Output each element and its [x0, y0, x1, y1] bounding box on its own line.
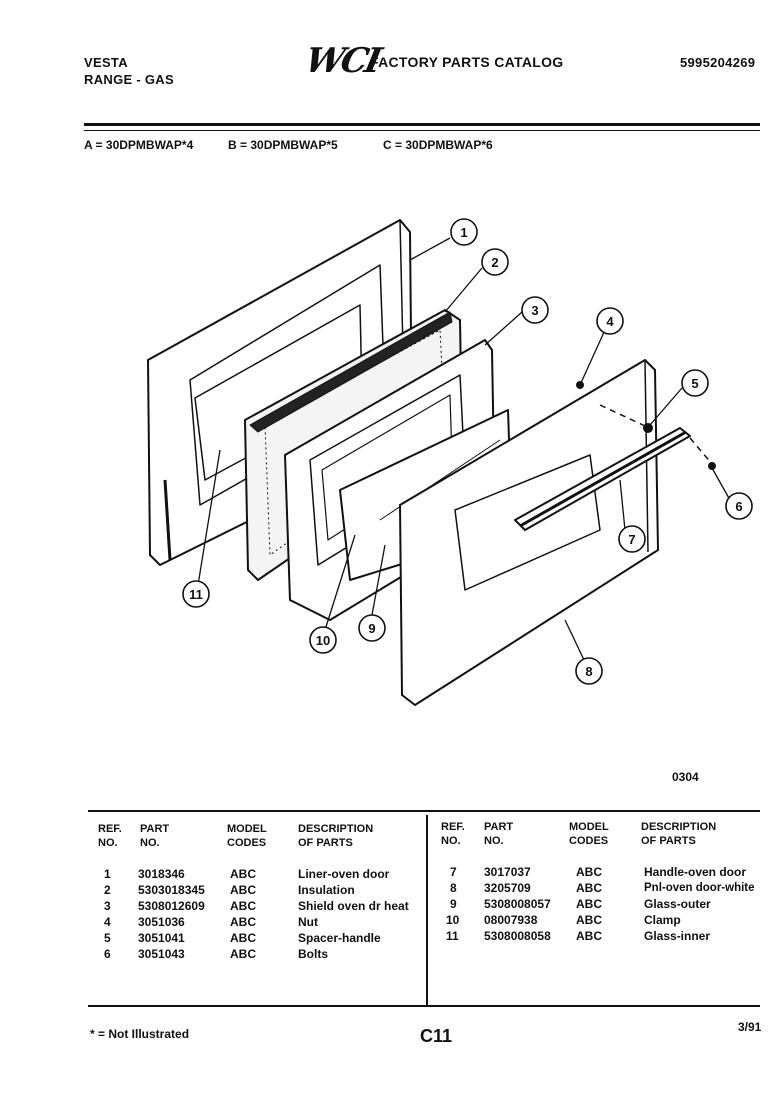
- callout-1: [450, 218, 478, 246]
- header-rule-thin: [84, 130, 760, 131]
- ref-no: 7: [450, 865, 457, 879]
- description: Nut: [298, 915, 318, 929]
- figure-code: 0304: [672, 770, 699, 784]
- catalog-title: FACTORY PARTS CATALOG: [370, 54, 564, 70]
- model-codes: ABC: [576, 929, 602, 943]
- header-rule: [84, 123, 760, 126]
- brand-name: VESTA: [84, 55, 128, 70]
- callout-7: [618, 525, 646, 553]
- revision-date: 3/91: [738, 1020, 762, 1034]
- model-codes: ABC: [576, 913, 602, 927]
- model-codes: ABC: [230, 867, 256, 881]
- model-c: C = 30DPMBWAP*6: [383, 138, 493, 152]
- callout-label-7: 7: [628, 532, 635, 547]
- ref-no: 3: [104, 899, 111, 913]
- ref-no: 9: [450, 897, 457, 911]
- product-type: RANGE - GAS: [84, 72, 174, 87]
- part-no: 3051036: [138, 915, 185, 929]
- callout-label-6: 6: [735, 499, 742, 514]
- part-no: 3051041: [138, 931, 185, 945]
- callout-10: [309, 626, 337, 654]
- model-b: B = 30DPMBWAP*5: [228, 138, 338, 152]
- model-codes: ABC: [230, 947, 256, 961]
- description: Clamp: [644, 913, 681, 927]
- callout-11: [182, 580, 210, 608]
- table-bottom-rule: [88, 1005, 760, 1007]
- ref-no: 8: [450, 881, 457, 895]
- callout-label-4: 4: [606, 314, 614, 329]
- callout-6: [725, 492, 753, 520]
- model-codes: ABC: [230, 899, 256, 913]
- callout-label-11: 11: [189, 587, 203, 602]
- part-no: 5308012609: [138, 899, 205, 913]
- header-model-right: MODEL CODES: [569, 821, 609, 847]
- description: Handle-oven door: [644, 865, 747, 879]
- header-description: DESCRIPTION OF PARTS: [298, 823, 374, 849]
- callout-8: [575, 657, 603, 685]
- header-ref: REF. NO.: [98, 823, 122, 849]
- header-model: MODEL CODES: [227, 823, 267, 849]
- description: Bolts: [298, 947, 328, 961]
- part-no: 5303018345: [138, 883, 205, 897]
- callout-2: [481, 248, 509, 276]
- ref-no: 11: [446, 929, 459, 943]
- part-no: 3018346: [138, 867, 185, 881]
- header-part: PART NO.: [140, 823, 170, 849]
- callout-4: [596, 307, 624, 335]
- model-codes: ABC: [230, 883, 256, 897]
- door-handle: [514, 427, 691, 531]
- header-part-right: PART NO.: [484, 821, 514, 847]
- ref-no: 6: [104, 947, 111, 961]
- callout-label-1: 1: [460, 225, 467, 240]
- model-a: A = 30DPMBWAP*4: [84, 138, 194, 152]
- callout-label-2: 2: [491, 255, 498, 270]
- part-no: 5308008057: [484, 897, 551, 911]
- part-no: 08007938: [484, 913, 538, 927]
- description: Liner-oven door: [298, 867, 390, 881]
- ref-no: 2: [104, 883, 111, 897]
- description: Shield oven dr heat: [298, 899, 409, 913]
- callout-label-3: 3: [531, 303, 538, 318]
- part-no: 3017037: [484, 865, 531, 879]
- description: Spacer-handle: [298, 931, 381, 945]
- part-no: 3051043: [138, 947, 185, 961]
- exploded-oven-door-diagram: 1 2 3 4 5 6 7 8 9 10 11: [147, 218, 753, 706]
- description: Pnl-oven door-white: [644, 882, 755, 894]
- footnote: * = Not Illustrated: [90, 1027, 190, 1041]
- table-column-divider: [426, 815, 428, 1005]
- model-codes: ABC: [230, 931, 256, 945]
- part-no: 3205709: [484, 881, 531, 895]
- page-number: C11: [420, 1026, 453, 1046]
- spacer-marker: [643, 423, 653, 433]
- description: Glass-outer: [644, 897, 711, 911]
- callout-label-8: 8: [585, 664, 592, 679]
- header-description-right: DESCRIPTION OF PARTS: [641, 821, 717, 847]
- callout-3: [521, 296, 549, 324]
- table-top-rule: [88, 810, 760, 812]
- model-codes: ABC: [576, 865, 602, 879]
- model-codes: ABC: [576, 881, 602, 895]
- callout-label-5: 5: [691, 376, 698, 391]
- description: Glass-inner: [644, 929, 711, 943]
- ref-no: 10: [446, 913, 460, 927]
- callout-label-9: 9: [368, 621, 375, 636]
- ref-no: 1: [104, 867, 111, 881]
- callout-label-10: 10: [316, 633, 330, 648]
- callout-9: [358, 614, 386, 642]
- part-no: 5308008058: [484, 929, 551, 943]
- catalog-number: 5995204269: [680, 55, 756, 70]
- header-ref-right: REF. NO.: [441, 821, 465, 847]
- model-codes: ABC: [230, 915, 256, 929]
- model-codes: ABC: [576, 897, 602, 911]
- description: Insulation: [298, 883, 355, 897]
- ref-no: 5: [104, 931, 111, 945]
- callout-5: [681, 369, 709, 397]
- ref-no: 4: [104, 915, 111, 929]
